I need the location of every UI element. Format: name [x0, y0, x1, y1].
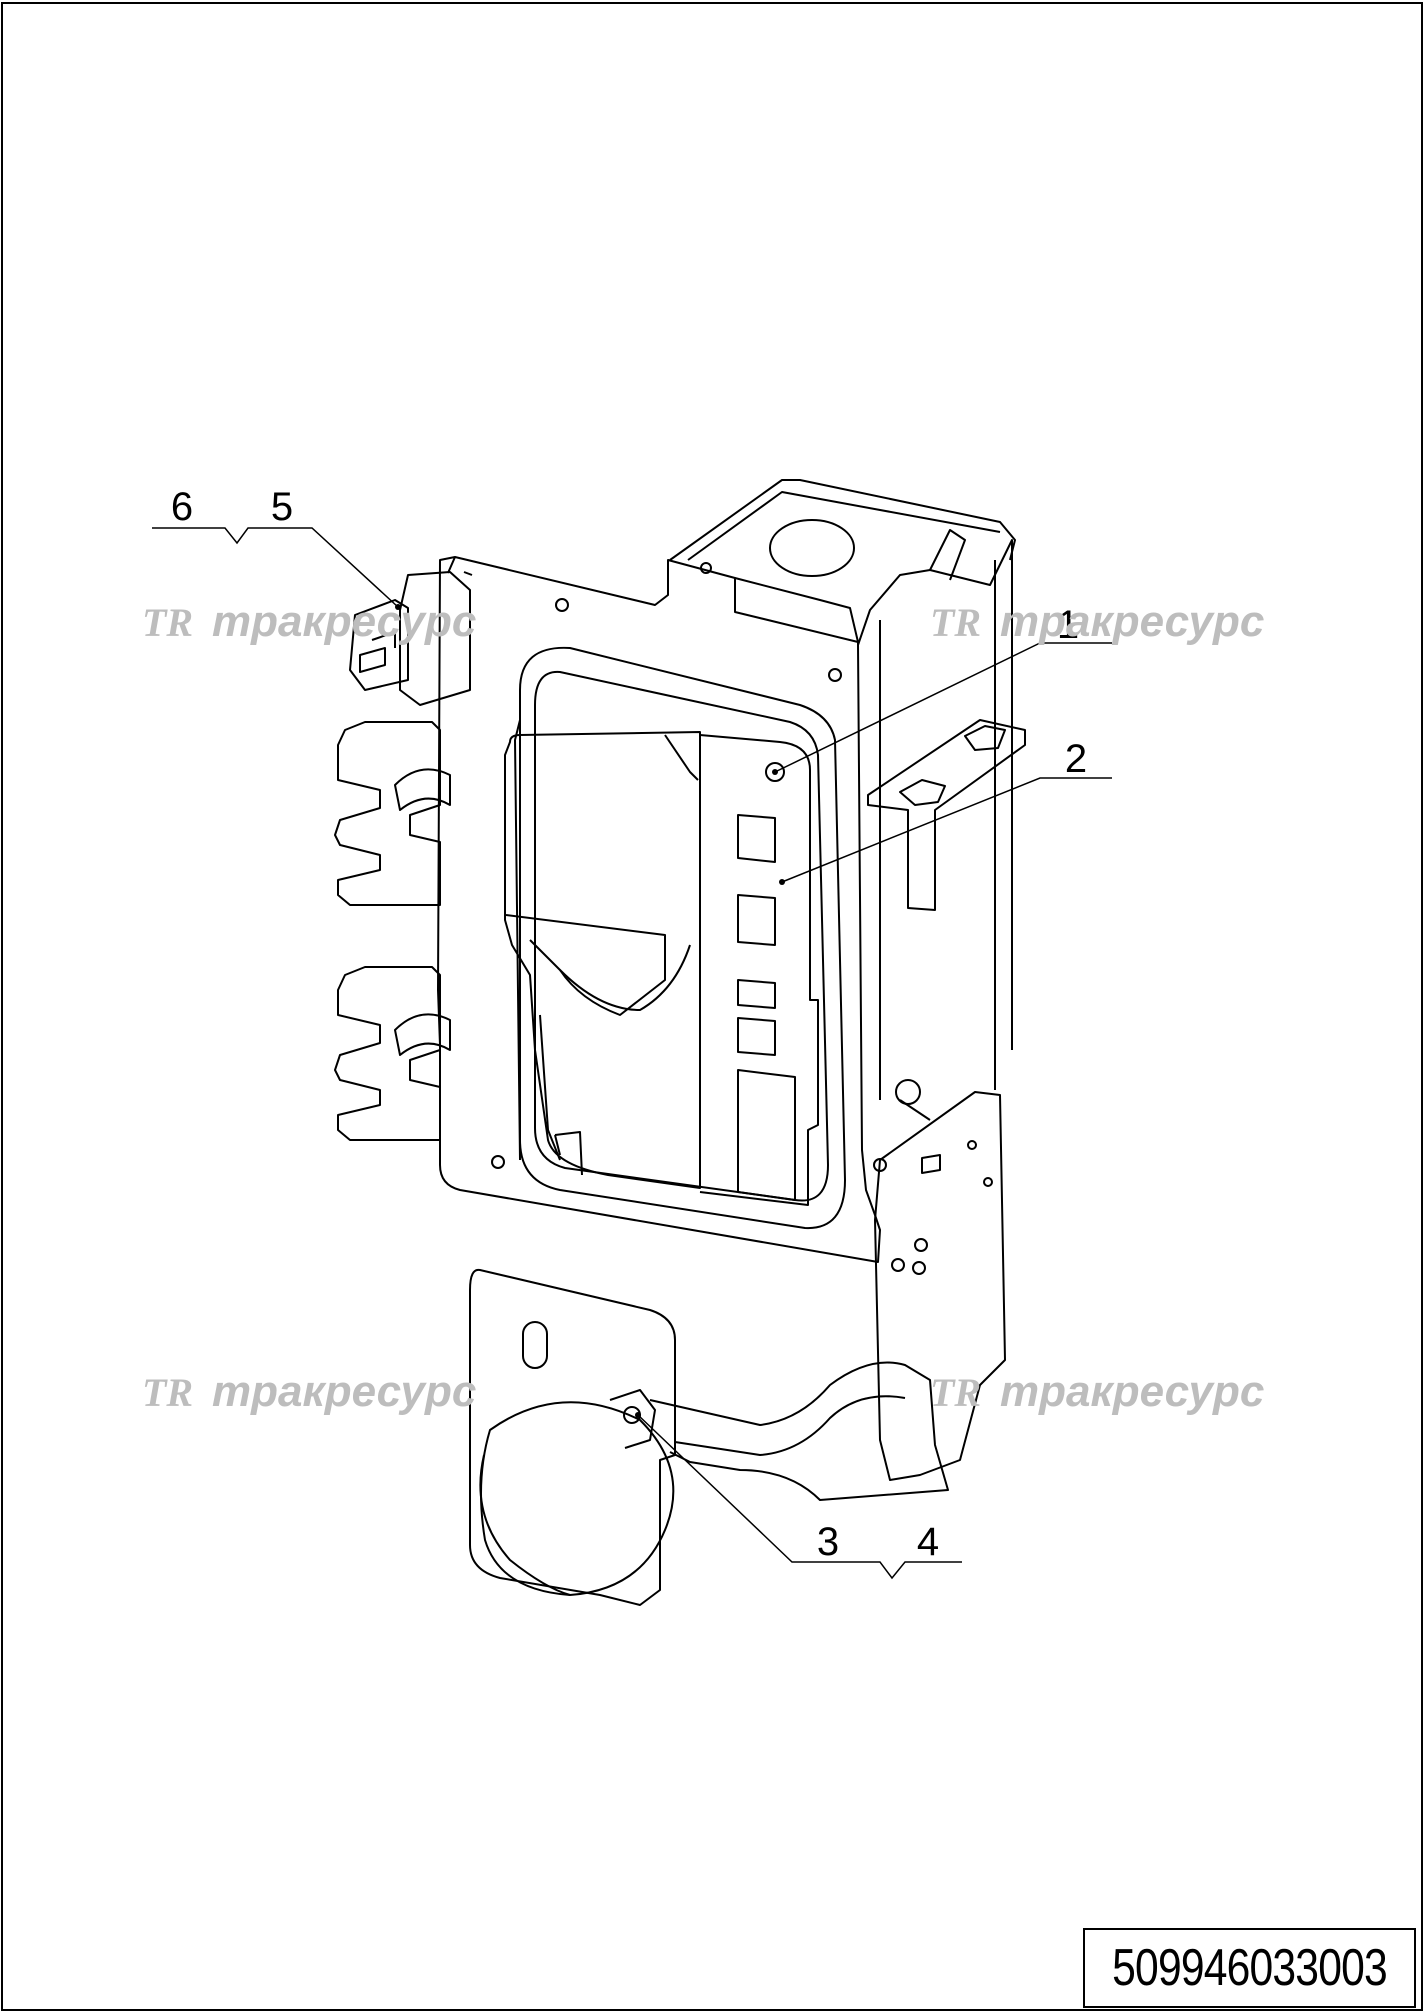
watermark-text: тракресурс: [1000, 597, 1264, 646]
module-housing-inner: [534, 670, 829, 1202]
callout-6: 6: [171, 485, 193, 529]
module-window: [737, 1017, 776, 1056]
leader-1: [774, 642, 1112, 773]
leader-lines: [152, 527, 1112, 1580]
module-housing-edge: [514, 719, 521, 1161]
motor-shaft-boss: [609, 1389, 656, 1449]
module-screw: [765, 762, 785, 782]
module-window: [737, 894, 776, 946]
watermark-text: тракресурс: [212, 597, 476, 646]
watermark: TR тракресурс: [142, 597, 476, 646]
snap-hook-lower: [334, 966, 441, 1141]
ear-hole: [983, 1177, 993, 1187]
leader-dot: [395, 604, 401, 610]
side-wall: [857, 539, 1013, 1050]
motor-plate: [469, 1268, 676, 1606]
ear-hole: [891, 1258, 905, 1272]
back-plate-edge: [447, 556, 473, 576]
flange-tab: [929, 529, 966, 581]
module-housing-outer: [519, 646, 846, 1230]
motor-face: [479, 1454, 571, 1596]
flange-hole: [769, 519, 855, 577]
mount-hole: [555, 598, 569, 612]
document-number-box: 509946033003: [1083, 1928, 1416, 2008]
watermark-text: тракресурс: [212, 1367, 476, 1416]
leader-dot: [635, 1412, 641, 1418]
leader-dot: [779, 879, 785, 885]
leader-dot: [772, 769, 778, 775]
leader-3-4: [637, 1414, 962, 1580]
top-flange: [669, 479, 1016, 561]
module-lid: [504, 731, 701, 1189]
ear-hole: [912, 1261, 926, 1275]
watermark: TR тракресурс: [930, 1367, 1264, 1416]
motor-plate-slot: [522, 1321, 548, 1369]
lower-mount-ear: [874, 1091, 1006, 1481]
watermark-text: тракресурс: [1000, 1367, 1264, 1416]
back-plate: [437, 556, 881, 1263]
mount-hole: [828, 668, 842, 682]
ear-tab: [921, 1154, 941, 1174]
callout-5: 5: [271, 485, 293, 529]
callout-3: 3: [817, 1520, 839, 1564]
micro-switch-body: [399, 571, 471, 706]
top-flange-inner: [687, 491, 1001, 561]
watermark: TR тракресурс: [142, 1367, 476, 1416]
module-window: [737, 814, 776, 863]
module-window-large: [737, 1069, 796, 1201]
callout-1: 1: [1057, 603, 1079, 647]
flange-bend: [734, 577, 859, 643]
connector-tab: [867, 719, 1026, 911]
ear-hole: [914, 1238, 928, 1252]
module-lid-band: [505, 914, 666, 1016]
callout-4: 4: [917, 1520, 939, 1564]
callout-2: 2: [1065, 737, 1087, 781]
bracket-assembly: [334, 479, 1026, 1606]
watermark: TR тракресурс: [930, 597, 1264, 646]
watermark-logo: TR: [930, 600, 981, 645]
flange-rivet: [700, 562, 712, 574]
watermark-logo: TR: [142, 600, 193, 645]
module-lid-edge: [539, 1014, 561, 1161]
bottom-bracket-inner: [674, 1395, 906, 1456]
watermark-logo: TR: [142, 1370, 193, 1415]
module-lid-curve: [559, 944, 691, 1011]
module-lid-hinge: [664, 734, 699, 781]
leader-5-6: [152, 527, 399, 608]
micro-switch-housing: [349, 599, 409, 691]
document-number: 509946033003: [1112, 1939, 1388, 1997]
connector-slots: [899, 725, 1006, 806]
snap-hook-upper: [334, 721, 441, 906]
snap-hook-clip-lower: [394, 1013, 451, 1056]
snap-hook-clip-upper: [394, 768, 451, 811]
motor-body: [480, 1401, 675, 1596]
watermark-logo: TR: [930, 1370, 981, 1415]
module-window: [737, 979, 776, 1009]
micro-switch-terminals: [359, 631, 396, 673]
mount-hole: [491, 1155, 505, 1169]
side-wall-hole: [895, 1079, 921, 1105]
module-latch: [554, 1131, 583, 1176]
module-side-panel: [699, 734, 819, 1206]
bottom-bracket: [649, 1361, 949, 1501]
ear-hole: [967, 1140, 977, 1150]
leader-2: [781, 777, 1112, 883]
